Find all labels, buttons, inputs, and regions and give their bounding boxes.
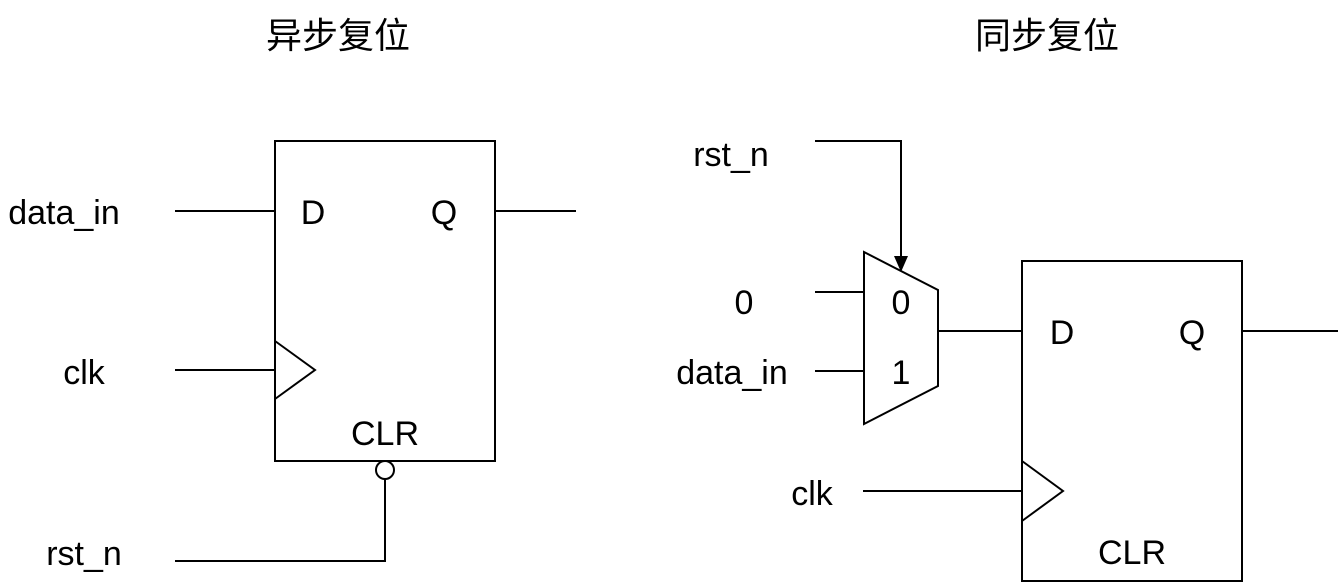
async-clr-pin-label: CLR — [351, 415, 419, 453]
async-data-in-label: data_in — [8, 194, 120, 232]
sync-rst-n-label: rst_n — [693, 136, 769, 174]
sync-clock-symbol — [1021, 460, 1065, 522]
async-d-pin-label: D — [301, 194, 326, 232]
sync-title: 同步复位 — [975, 16, 1119, 57]
sync-clk-label: clk — [791, 475, 834, 513]
async-rst-n-label: rst_n — [46, 535, 122, 573]
async-q-pin-label: Q — [431, 194, 457, 232]
sync-reset-section: 同步复位 0 1 rst_n 0 data_in clk D Q CLR — [676, 16, 1338, 582]
async-title: 异步复位 — [266, 16, 410, 57]
sync-reset-arrowhead — [894, 256, 908, 272]
async-reset-wire — [175, 479, 386, 562]
async-flip-flop — [274, 140, 496, 462]
sync-reset-wire — [815, 140, 902, 260]
sync-q-pin-label: Q — [1179, 314, 1205, 352]
async-clk-label: clk — [63, 354, 106, 392]
sync-data-in-label: data_in — [676, 354, 788, 392]
sync-d-pin-label: D — [1050, 314, 1075, 352]
sync-mux-in0-label: 0 — [892, 284, 911, 322]
async-clock-symbol — [274, 340, 317, 400]
async-clr-bubble — [375, 460, 395, 480]
sync-mux — [863, 250, 939, 426]
sync-mux-in1-label: 1 — [892, 354, 911, 392]
sync-flip-flop — [1021, 260, 1243, 582]
sync-clr-pin-label: CLR — [1098, 534, 1166, 572]
async-reset-section: 异步复位 data_in clk rst_n D Q CLR — [8, 16, 576, 573]
sync-zero-label: 0 — [735, 284, 754, 322]
